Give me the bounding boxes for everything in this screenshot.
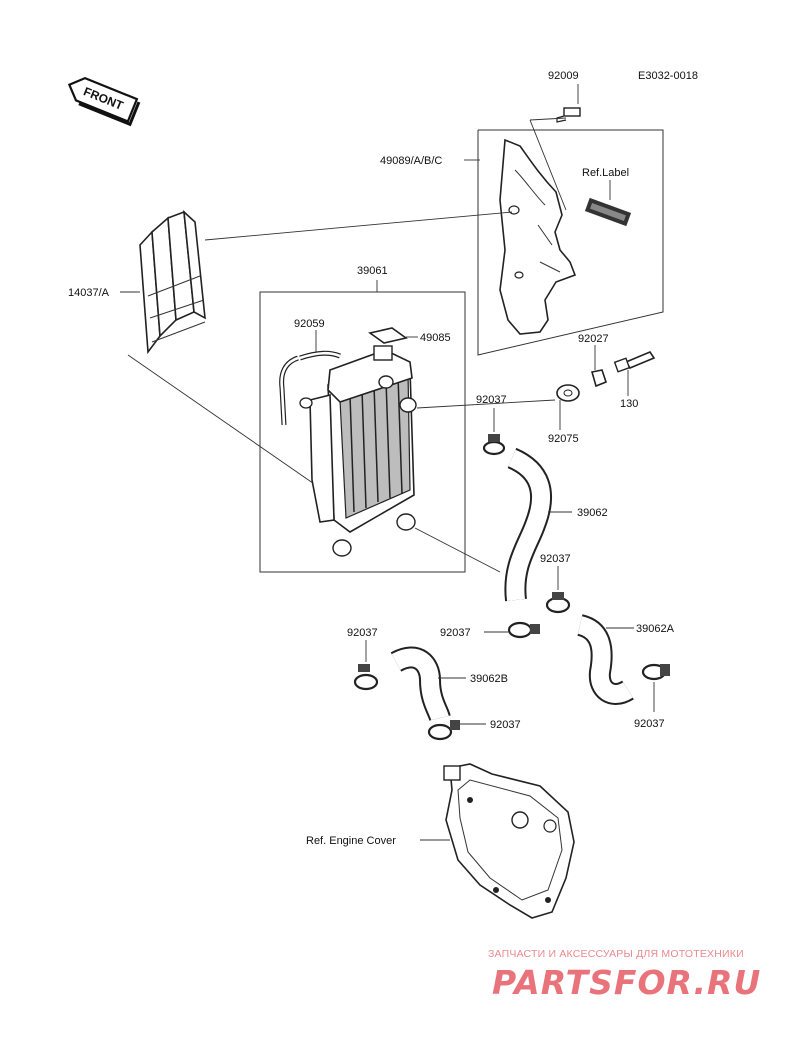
hose-clamp bbox=[482, 408, 506, 456]
label-ref-label: Ref.Label bbox=[582, 167, 629, 179]
label-ref-engine-cover: Ref. Engine Cover bbox=[306, 835, 396, 847]
label-92037-b: 92037 bbox=[540, 553, 571, 565]
radiator-guard bbox=[120, 210, 513, 489]
label-92009: 92009 bbox=[548, 70, 579, 82]
label-49085: 49085 bbox=[420, 332, 451, 344]
label-92037-a: 92037 bbox=[476, 394, 507, 406]
label-130: 130 bbox=[620, 398, 638, 410]
watermark-logo: PARTSFOR.RU bbox=[492, 963, 762, 1002]
shroud-hole bbox=[508, 205, 520, 215]
hose-39062A bbox=[576, 614, 634, 705]
label-92059: 92059 bbox=[294, 318, 325, 330]
hose-39062B bbox=[390, 646, 466, 722]
watermark-tagline: ЗАПЧАСТИ И АКСЕССУАРЫ ДЛЯ МОТОТЕХНИКИ bbox=[488, 948, 744, 960]
label-92037-f: 92037 bbox=[634, 718, 665, 730]
hose-clamp bbox=[641, 663, 670, 712]
diagram-code: E3032-0018 bbox=[638, 70, 698, 82]
label-49089: 49089/A/B/C bbox=[380, 155, 442, 167]
label-14037: 14037/A bbox=[68, 287, 110, 299]
mount-hardware bbox=[416, 345, 656, 430]
shroud-group bbox=[477, 129, 664, 356]
hose-clamp bbox=[353, 640, 379, 691]
hose-clamp bbox=[545, 566, 571, 614]
front-arrow-icon: FRONT bbox=[67, 76, 141, 127]
bolt-92009 bbox=[529, 84, 581, 211]
label-92037-c: 92037 bbox=[440, 627, 471, 639]
label-39061: 39061 bbox=[357, 265, 388, 277]
label-92037-d: 92037 bbox=[347, 627, 378, 639]
engine-cover bbox=[420, 763, 575, 919]
ref-label-decal bbox=[584, 197, 632, 227]
label-92075: 92075 bbox=[548, 433, 579, 445]
label-92027: 92027 bbox=[578, 333, 609, 345]
label-92037-e: 92037 bbox=[490, 719, 521, 731]
radiator-group bbox=[259, 280, 466, 573]
hose-39062 bbox=[414, 447, 572, 602]
hose-clamp bbox=[484, 621, 540, 639]
label-39062A: 39062A bbox=[636, 623, 675, 635]
radiator-shroud bbox=[499, 138, 577, 335]
label-39062: 39062 bbox=[577, 507, 608, 519]
label-39062B: 39062B bbox=[470, 673, 508, 685]
hose-clamp bbox=[427, 720, 486, 741]
